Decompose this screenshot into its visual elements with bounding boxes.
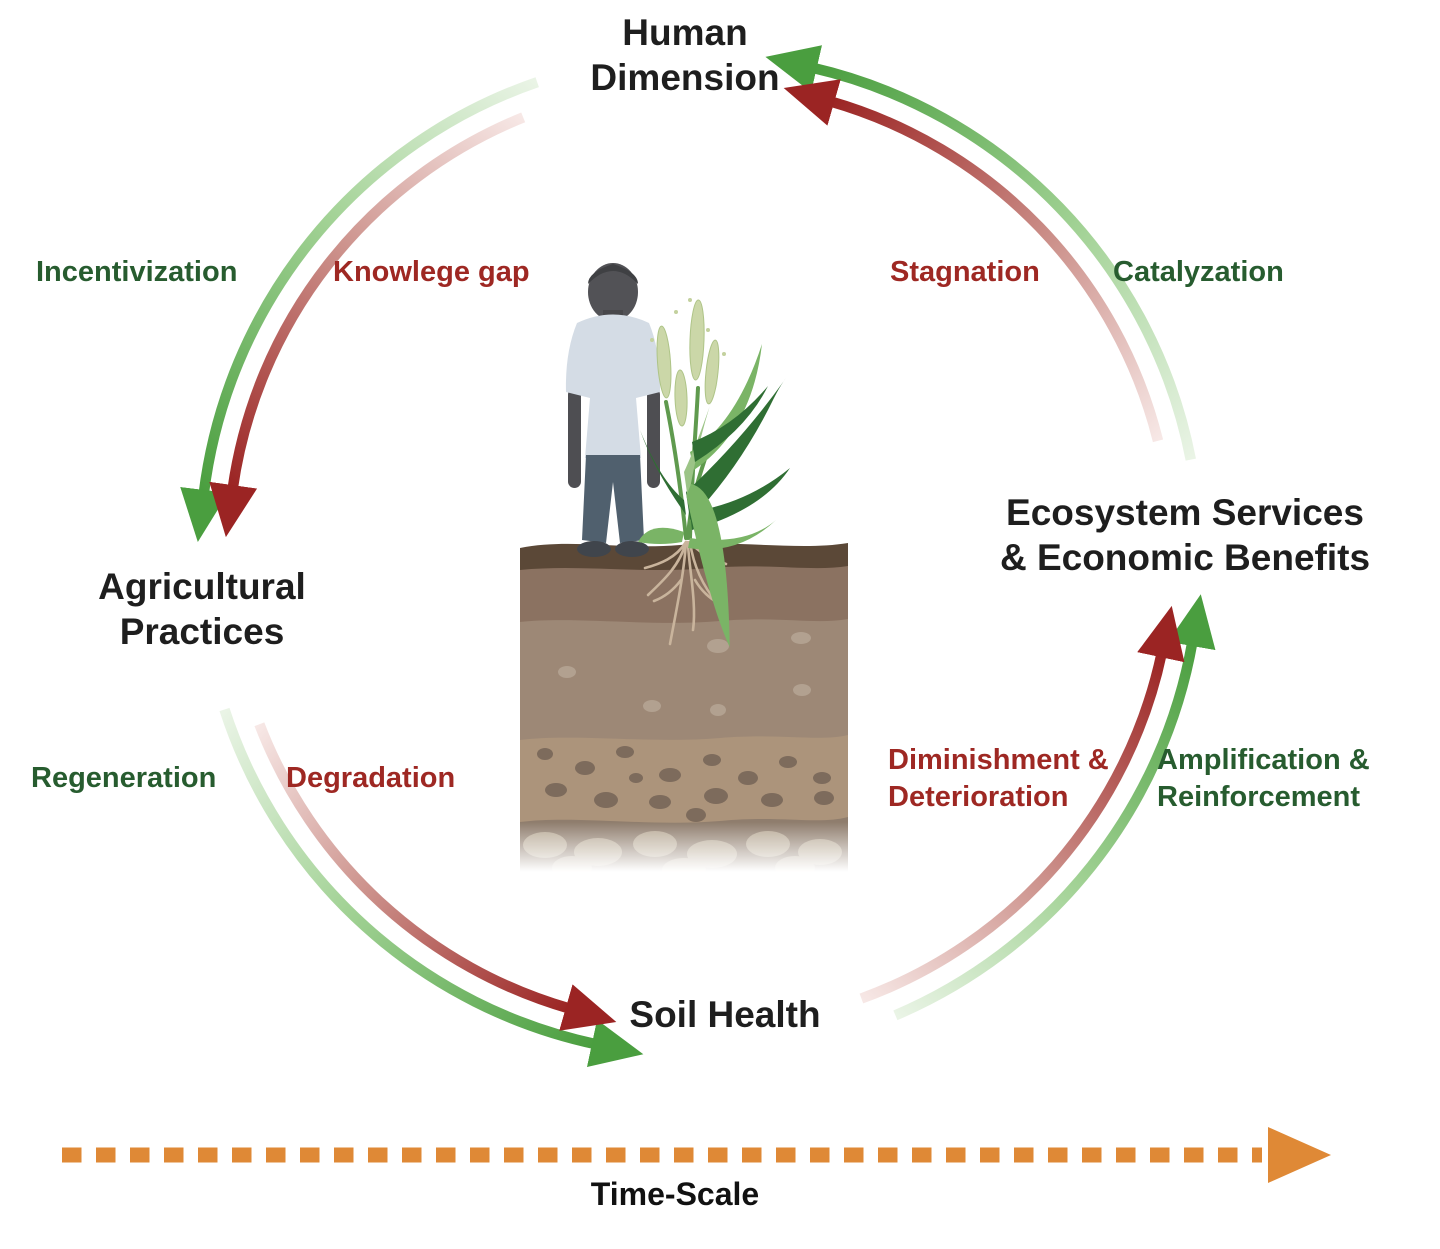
soil-pebbles-light [558,632,811,716]
arrow-agricultural-to-soil-green [219,707,644,1067]
arrow-ecosystem-to-human-red [783,79,1164,443]
edge-label-catalyzation: Catalyzation [1113,256,1284,288]
arrow-soil-to-ecosystem-red [859,605,1185,1004]
edge-label-stagnation: Stagnation [890,256,1040,288]
node-soil-health: Soil Health [629,994,821,1035]
edge-label-knowlege-gap: Knowlege gap [333,256,530,288]
arrow-human-to-agricultural-green [180,77,539,543]
arrow-human-to-agricultural-red [209,112,526,538]
time-scale-label: Time-Scale [590,1176,760,1212]
soil-profile-illustration [516,543,852,886]
edge-label-degradation: Degradation [286,762,456,794]
soil-pebbles-dark [537,746,834,822]
edge-label-incentivization: Incentivization [36,256,238,288]
edge-label-amplification-reinforcement: Amplification & Reinforcement [1157,744,1370,813]
time-scale-arrow [62,1127,1331,1183]
cycle-arrows [180,45,1216,1067]
node-ecosystem-services: Ecosystem Services & Economic Benefits [999,492,1371,578]
node-human-dimension: Human Dimension [590,12,780,98]
time-scale-arrowhead-icon [1268,1127,1331,1183]
arrow-soil-to-ecosystem-green [893,594,1216,1021]
arrow-ecosystem-to-human-green [765,45,1196,461]
node-agricultural-practices: Agricultural Practices [98,566,306,652]
farmer-illustration [565,263,661,557]
edge-label-diminishment-deterioration: Diminishment & Deterioration [888,744,1109,813]
crop-plant-illustration [638,298,790,647]
arrow-agricultural-to-soil-red [254,722,617,1031]
edge-label-regeneration: Regeneration [31,762,217,794]
